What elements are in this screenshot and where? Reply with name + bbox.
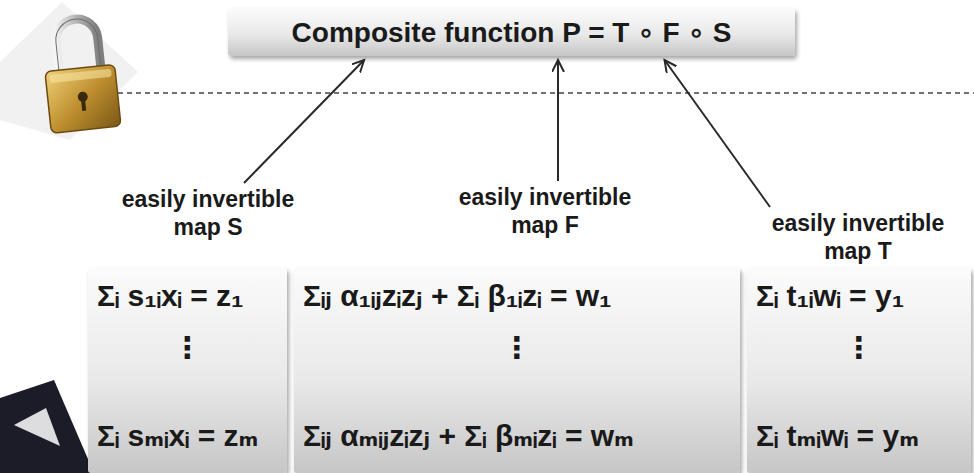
equation-row: Σᵢ sₘᵢxᵢ = zₘ [97, 418, 258, 454]
arrow-connector [557, 60, 559, 181]
pen-icon [0, 380, 94, 473]
composite-title: Composite function P = T ∘ F ∘ S [292, 16, 732, 49]
equation-row: Σᵢ t₁ᵢwᵢ = y₁ [756, 278, 904, 314]
ellipsis-row: ⋮ [294, 330, 740, 366]
map-heading: easily invertible map T [760, 210, 956, 265]
dashed-divider [118, 92, 974, 94]
equation-panel: Σᵢⱼ α₁ᵢⱼzᵢzⱼ + Σᵢ β₁ᵢzᵢ = w₁ ⋮ Σᵢⱼ αₘᵢⱼzᵢz… [294, 268, 740, 473]
map-heading: easily invertible map S [110, 186, 306, 241]
equation-row: Σᵢⱼ αₘᵢⱼzᵢzⱼ + Σᵢ βₘᵢzᵢ = wₘ [303, 418, 634, 454]
map-group: easily invertible map TΣᵢ t₁ᵢwᵢ = y₁⋮Σᵢ … [747, 210, 971, 473]
equation-row: Σᵢ s₁ᵢxᵢ = z₁ [97, 278, 243, 314]
arrow-connector [244, 60, 364, 183]
composite-box: Composite function P = T ∘ F ∘ S [228, 8, 795, 56]
map-group: easily invertible map F Σᵢⱼ α₁ᵢⱼzᵢzⱼ + Σᵢ… [294, 184, 740, 473]
map-group: easily invertible map SΣᵢ s₁ᵢxᵢ = z₁⋮Σᵢ … [88, 186, 306, 473]
ellipsis-row: ⋮ [747, 330, 971, 366]
equation-panel: Σᵢ t₁ᵢwᵢ = y₁ ⋮ Σᵢ tₘᵢwᵢ = yₘ [747, 268, 971, 473]
equation-row: Σᵢⱼ α₁ᵢⱼzᵢzⱼ + Σᵢ β₁ᵢzᵢ = w₁ [303, 278, 612, 314]
map-heading: easily invertible map F [447, 184, 643, 239]
icon-backdrop [0, 2, 138, 140]
arrow-connector [665, 60, 770, 207]
equation-row: Σᵢ tₘᵢwᵢ = yₘ [756, 418, 919, 454]
padlock-icon [40, 16, 121, 134]
ellipsis-row: ⋮ [88, 330, 287, 366]
equation-panel: Σᵢ s₁ᵢxᵢ = z₁ ⋮ Σᵢ sₘᵢxᵢ = zₘ [88, 268, 287, 473]
